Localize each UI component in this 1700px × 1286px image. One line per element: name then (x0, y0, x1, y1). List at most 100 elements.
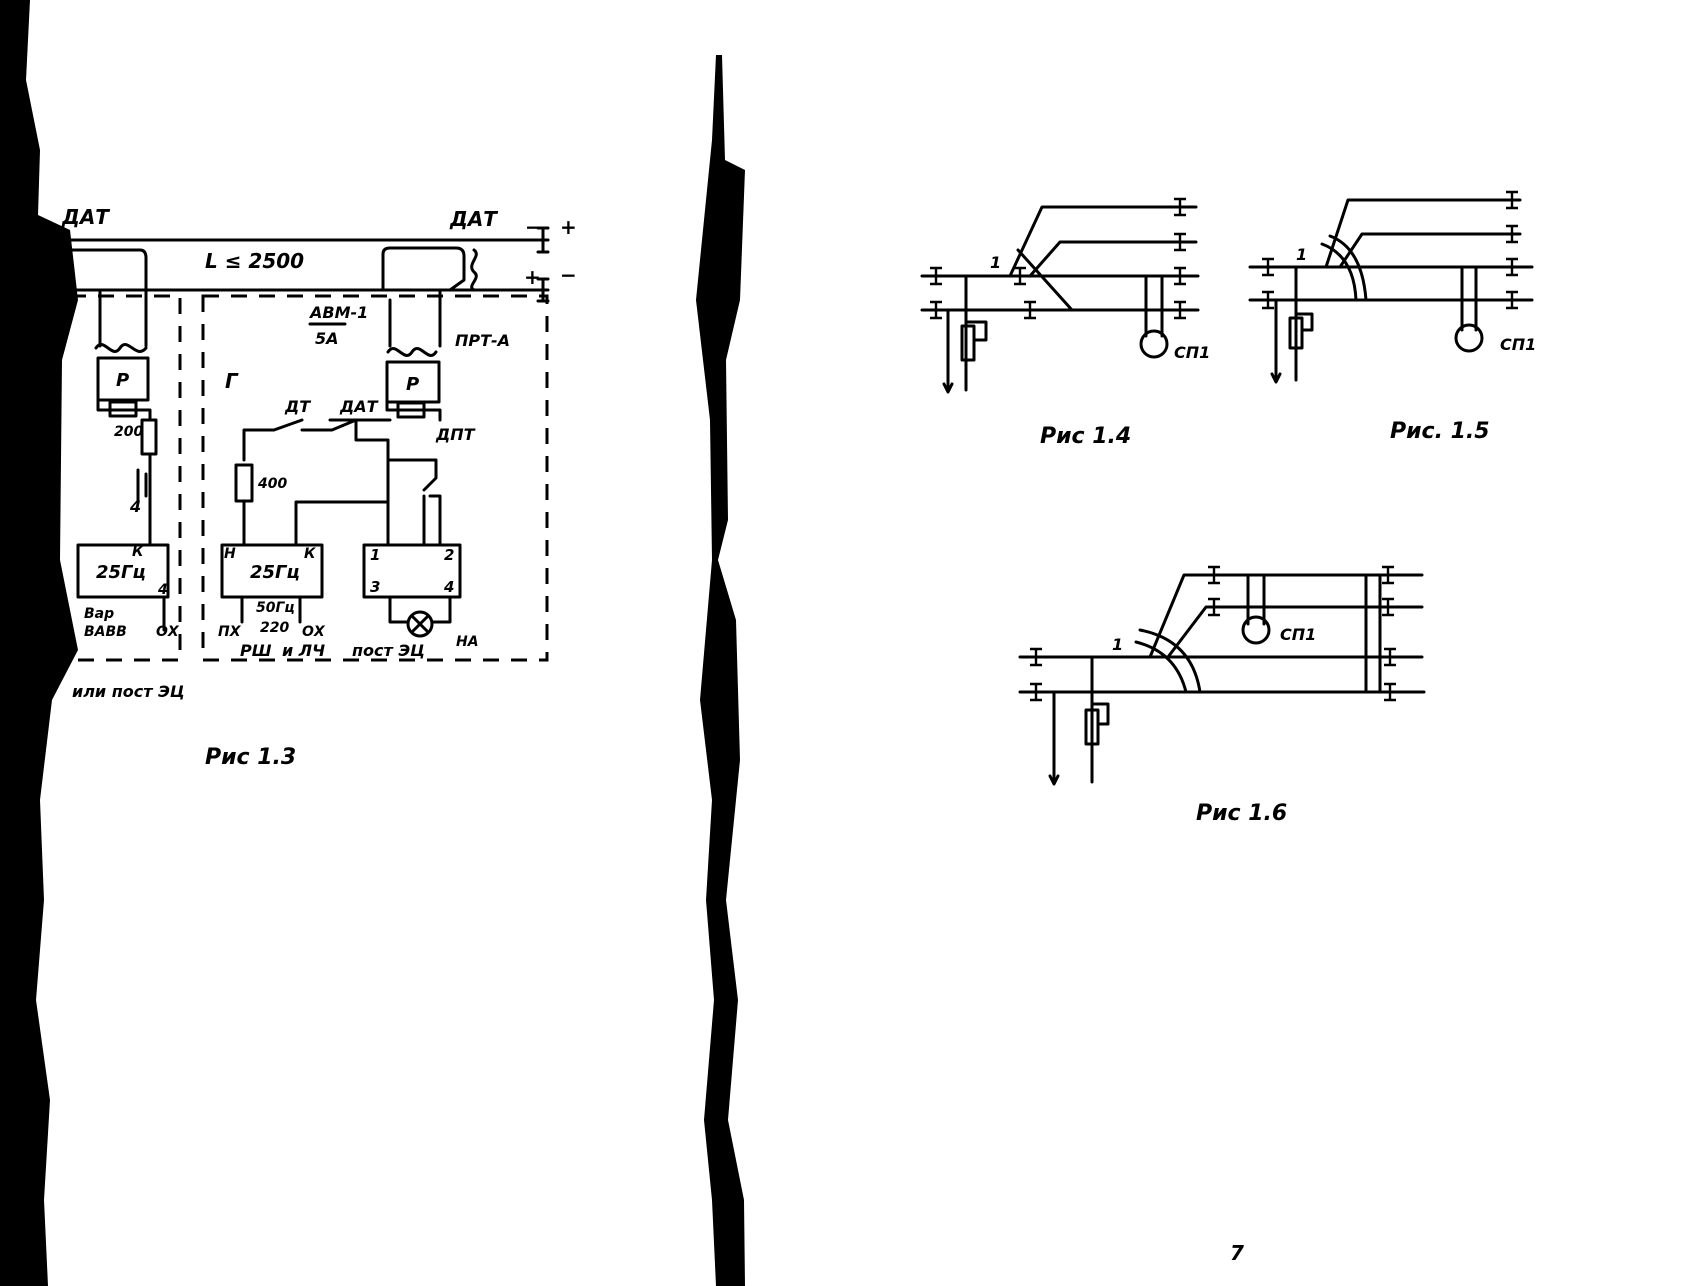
left-relay-label: Р (116, 370, 129, 391)
left-gen-4: 4 (157, 582, 168, 598)
relay-term-1: 1 (370, 546, 380, 564)
dat-contact-label: ДАТ (339, 397, 379, 416)
lamp-symbol (406, 610, 434, 638)
dpt-label: ДПТ (435, 425, 476, 444)
g-label: Г (225, 369, 239, 393)
fig15-sp-symbol (1454, 323, 1484, 353)
relay-block-box (362, 543, 462, 599)
left-cut-bottom-label: или пост ЭЦ (72, 682, 185, 701)
left-battery-label: 4 (129, 497, 141, 516)
supply-voltage-label: 220 (260, 620, 289, 636)
fig16-joints-left (1030, 647, 1042, 702)
dt-label: ДТ (284, 397, 311, 416)
fig16-cross-ties (1364, 573, 1382, 694)
fig15-feed-leads (1270, 265, 1298, 384)
fig16-joints-right (1208, 565, 1396, 702)
relay-term-2: 2 (444, 546, 454, 564)
ox-label: ОХ (302, 624, 326, 640)
left-generator-label: 25Гц (96, 562, 146, 583)
fig14-joints-right (1174, 197, 1186, 320)
prt-label: ПРТ-А (455, 331, 510, 350)
figure-1-3-caption: Рис 1.3 (205, 745, 296, 770)
right-cabinet-outline (201, 294, 549, 662)
relay-term-4: 4 (443, 578, 454, 596)
left-gen-k: К (132, 544, 144, 560)
left-cut-label-2: ВАВВ (84, 624, 127, 640)
fig14-crossover (1016, 248, 1074, 312)
right-generator-box (220, 543, 324, 599)
joint-top (536, 226, 550, 254)
fig15-label-1: 1 (1296, 245, 1307, 264)
left-resistor (140, 418, 158, 456)
dat-right-label: ДАТ (449, 207, 498, 231)
fig15-resistor-lead (1294, 312, 1314, 332)
fig15-branch-lower (1338, 232, 1522, 269)
figure-1-6-caption: Рис 1.6 (1196, 801, 1287, 826)
figure-1-3: ДАТ ДАТ − + + − L ≤ 2500 Р 200 4 25Гц К … (61, 205, 577, 770)
right-fuse (396, 401, 426, 419)
dat-left-label: ДАТ (61, 205, 110, 229)
left-fuse (108, 400, 138, 418)
right-transformer-coil (386, 347, 438, 357)
left-relay-lead (96, 398, 152, 422)
fig15-branch-upper (1324, 198, 1522, 269)
generator-input-leads (242, 499, 390, 547)
left-generator-box (76, 543, 170, 599)
right-generator-label: 25Гц (250, 562, 300, 583)
left-ox-label: ОХ (156, 624, 180, 640)
fig15-resistor (1288, 316, 1304, 350)
gen-k-label: К (304, 546, 316, 562)
right-relay-lead (385, 400, 442, 422)
left-cabinet-outline (70, 294, 182, 662)
avm-rating-label: 5А (315, 329, 339, 348)
left-leads (70, 248, 148, 348)
fig16-branch-lower (1166, 605, 1424, 659)
rail-bottom-minus: − (560, 263, 577, 287)
center-gutter (696, 55, 745, 1286)
figure-1-5: СП1 1 Рис. 1.5 (1248, 190, 1536, 444)
fig16-sp-leads (1246, 573, 1266, 626)
figure-1-4-caption: Рис 1.4 (1040, 424, 1131, 449)
fig16-label-1: 1 (1112, 635, 1123, 654)
left-resistor-label: 200 (114, 424, 143, 440)
fig14-feed-leads (942, 274, 968, 394)
fig14-resistor-lead (964, 320, 988, 342)
relay-output-leads (386, 458, 442, 547)
left-battery (136, 452, 152, 547)
fig16-resistor (1084, 708, 1100, 746)
px-label: ПХ (218, 624, 242, 640)
generator-supply-leads (240, 595, 302, 624)
left-relay-box (96, 356, 150, 402)
avm-label: АВМ-1 (308, 303, 368, 322)
left-page-edge (0, 0, 78, 1286)
left-transformer-coil (94, 343, 148, 353)
left-cut-label-1: Вар (84, 606, 114, 622)
figure-1-4: СП1 1 Рис 1.4 (920, 197, 1210, 449)
bottom-label-lch: и ЛЧ (282, 641, 325, 660)
supply-label: 50Гц (256, 600, 295, 616)
page-number: 7 (1230, 1241, 1244, 1265)
fig14-joints-left (930, 266, 1036, 320)
right-throttle-coil (470, 248, 478, 292)
fig16-feed-leads (1048, 655, 1094, 786)
lamp-leads (388, 595, 452, 624)
relay-term-3: 3 (370, 578, 380, 596)
fig14-resistor (960, 324, 976, 362)
resistor-400 (234, 463, 254, 503)
fig16-insulating-arc (1134, 628, 1202, 694)
fig14-sp-label: СП1 (1174, 343, 1210, 362)
fig15-sp-label: СП1 (1500, 335, 1536, 354)
right-relay-label: Р (406, 374, 419, 395)
gen-n-label: Н (224, 546, 236, 562)
na-label: НА (456, 634, 479, 650)
lamp-cross (410, 614, 430, 634)
fig16-sp-label: СП1 (1280, 625, 1316, 644)
figure-1-5-caption: Рис. 1.5 (1390, 419, 1490, 444)
fig14-sp-symbol (1139, 329, 1169, 359)
bottom-label-rsh: РШ (240, 641, 272, 660)
fig15-joints-right (1506, 190, 1518, 310)
fig15-insulating-arc (1320, 234, 1368, 302)
fig16-sp-symbol (1241, 615, 1271, 645)
fig15-sp-leads (1460, 265, 1478, 332)
